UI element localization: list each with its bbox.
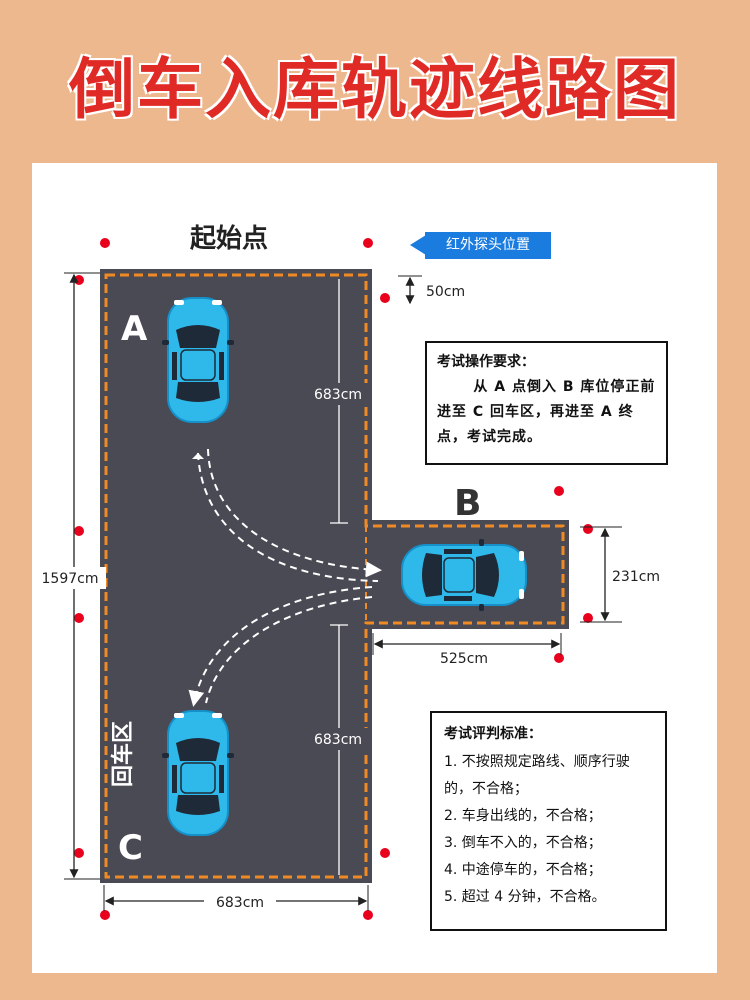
dim-probe-gap-label: 50cm [426, 284, 465, 300]
criteria-item: 1. 不按照规定路线、顺序行驶的，不合格； [444, 754, 630, 797]
dim-bay-width-label: 231cm [612, 569, 660, 585]
dim-bottom-bg [204, 892, 276, 912]
start-point-label: 起始点 [190, 223, 268, 254]
dim-total-bg [34, 567, 106, 589]
dim-lower-label: 683cm [314, 732, 362, 748]
car-c [161, 710, 235, 836]
car-b [401, 538, 527, 612]
dim-lower-bg [307, 728, 369, 750]
return-zone-label: 回车区 [110, 721, 136, 787]
page-title: 倒车入库轨迹线路图 [69, 51, 681, 128]
trajectory-b-to-c [188, 586, 373, 707]
callout-pointer [410, 235, 426, 255]
point-b-label: B [454, 483, 481, 524]
criteria-item: 5. 超过 4 分钟，不合格。 [444, 889, 606, 905]
arrow-head-up [192, 453, 204, 459]
infrared-probe-callout: 红外探头位置 [425, 232, 551, 259]
lane-boundary [104, 273, 565, 879]
criteria-box: 考试评判标准： 1. 不按照规定路线、顺序行驶的，不合格； 2. 车身出线的，不… [430, 711, 667, 931]
point-c-label: C [118, 828, 143, 868]
diagram-panel: 50cm 683cm 683cm 1597cm 231cm [32, 163, 717, 973]
trajectory-b-to-c-inner [205, 596, 373, 704]
criteria-item: 2. 车身出线的，不合格； [444, 808, 602, 824]
car-a [161, 297, 235, 423]
parking-diagram: 50cm 683cm 683cm 1597cm 231cm [34, 223, 660, 920]
requirements-heading: 考试操作要求： [437, 354, 535, 370]
dim-bottom-label: 683cm [216, 895, 264, 911]
trajectory-a-to-b-inner [197, 452, 379, 582]
dim-upper-bg [307, 383, 369, 405]
requirements-box: 考试操作要求： 从 A 点倒入 B 库位停正前进至 C 回车区，再进至 A 终点… [425, 341, 668, 465]
point-a-label: A [121, 309, 148, 349]
dim-upper-label: 683cm [314, 387, 362, 403]
dim-total-label: 1597cm [42, 571, 99, 587]
dim-bay-depth-label: 525cm [440, 651, 488, 667]
trajectory-a-to-b [207, 448, 382, 578]
criteria-item: 4. 中途停车的，不合格； [444, 862, 602, 878]
requirements-body: 从 A 点倒入 B 库位停正前进至 C 回车区，再进至 A 终点，考试完成。 [437, 379, 656, 445]
criteria-heading: 考试评判标准： [444, 726, 542, 742]
criteria-item: 3. 倒车不入的，不合格； [444, 835, 602, 851]
